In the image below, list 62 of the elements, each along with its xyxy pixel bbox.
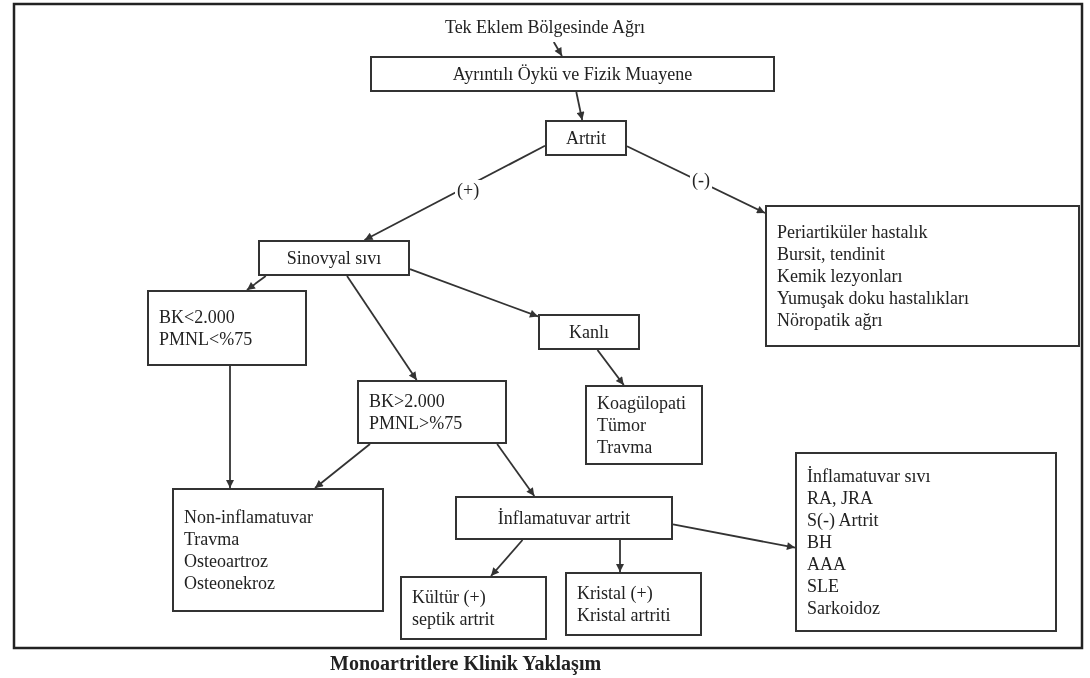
node-text: Koagülopati (597, 392, 687, 414)
arrow (596, 349, 625, 386)
node-text: BH (807, 531, 833, 553)
node-text: Tümor (597, 414, 647, 436)
node-text: PMNL>%75 (369, 412, 464, 434)
node-text: Tek Eklem Bölgesinde Ağrı (444, 16, 646, 38)
arrow (246, 275, 267, 291)
node-text: İnflamatuvar sıvı (807, 465, 932, 487)
process-box (357, 380, 507, 444)
arrow (314, 443, 371, 489)
node-text: Ayrıntılı Öykü ve Fizik Muayene (452, 63, 693, 85)
caption: Monoartritlere Klinik Yaklaşım (330, 652, 602, 675)
node-text: RA, JRA (807, 487, 874, 509)
node-text: Non-inflamatuvar (184, 506, 314, 528)
node-text: Kristal artriti (577, 604, 672, 626)
node-text: Periartiküler hastalık (777, 221, 929, 243)
node-text: Osteonekroz (184, 572, 276, 594)
node-text: Artrit (566, 127, 606, 149)
node-text: S(-) Artrit (807, 509, 880, 531)
node-text: Kültür (+) (412, 586, 487, 608)
arrow (409, 268, 539, 318)
node-text: İnflamatuvar artrit (497, 507, 631, 529)
process-box (455, 496, 673, 540)
node-text: Kristal (+) (577, 582, 654, 604)
process-box (538, 314, 640, 350)
arrow (226, 365, 234, 489)
node-text: septik artrit (412, 608, 496, 630)
node-text: Kanlı (569, 321, 609, 343)
node-text: SLE (807, 575, 840, 597)
node-text: Nöropatik ağrı (777, 309, 884, 331)
process-box (172, 488, 384, 612)
process-box (585, 385, 703, 465)
node-text: Yumuşak doku hastalıkları (777, 287, 970, 309)
arrow (490, 539, 524, 577)
node-text: Sarkoidoz (807, 597, 881, 619)
process-box (370, 56, 775, 92)
process-box (795, 452, 1057, 632)
node-text: BK<2.000 (159, 306, 236, 328)
arrow (575, 91, 585, 121)
node-text: Kemik lezyonları (777, 265, 904, 287)
arrow (552, 41, 563, 57)
arrow (616, 539, 624, 573)
edge-label: (-) (690, 170, 712, 191)
node-text: BK>2.000 (369, 390, 446, 412)
process-box (147, 290, 307, 366)
arrow (346, 275, 418, 381)
process-box (565, 572, 702, 636)
arrow (672, 523, 796, 551)
node-text: PMNL<%75 (159, 328, 254, 350)
node-text: Travma (184, 528, 241, 550)
process-box (400, 576, 547, 640)
node-text: AAA (807, 553, 847, 575)
node-text: Sinovyal sıvı (286, 247, 382, 269)
arrow (496, 443, 536, 497)
node-text: Travma (597, 436, 654, 458)
edge-label: (+) (455, 180, 482, 201)
node-text: Bursit, tendinit (777, 243, 886, 265)
process-box (765, 205, 1080, 347)
arrow (626, 145, 766, 214)
node-text: Osteoartroz (184, 550, 269, 572)
process-box (545, 120, 627, 156)
process-box (258, 240, 410, 276)
